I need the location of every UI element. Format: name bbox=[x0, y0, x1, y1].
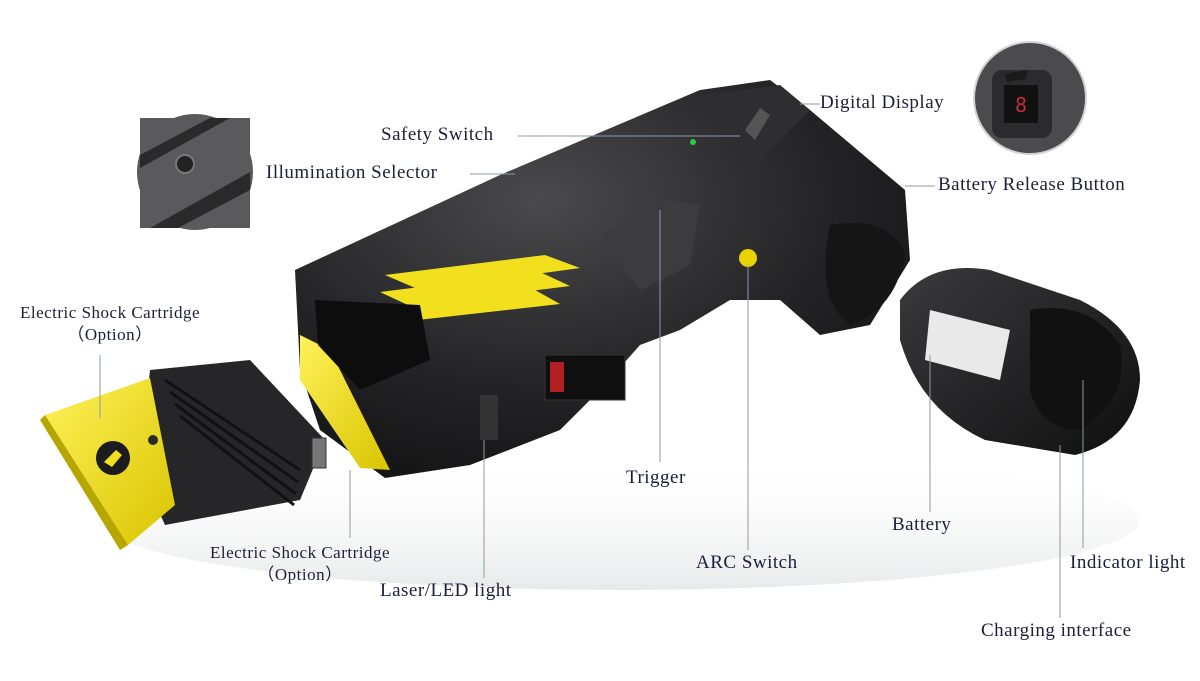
label-battery-release-button: Battery Release Button bbox=[938, 174, 1126, 195]
device-body-illustration bbox=[295, 80, 910, 478]
label-charging-interface: Charging interface bbox=[981, 620, 1132, 641]
label-cartridge-top-line1: Electric Shock Cartridge bbox=[19, 303, 201, 322]
label-trigger: Trigger bbox=[626, 467, 686, 488]
label-cartridge-top-line2: （Option） bbox=[67, 325, 153, 344]
label-cartridge-bottom: Electric Shock Cartridge （Option） bbox=[200, 542, 400, 586]
battery-illustration bbox=[900, 268, 1140, 455]
label-cartridge-bottom-line2: （Option） bbox=[257, 565, 343, 584]
floor-shadow bbox=[100, 450, 1140, 590]
label-digital-display: Digital Display bbox=[820, 92, 945, 113]
label-cartridge-top: Electric Shock Cartridge （Option） bbox=[10, 302, 210, 346]
svg-text:8: 8 bbox=[1015, 93, 1027, 117]
label-safety-switch: Safety Switch bbox=[381, 124, 494, 145]
leader-lines bbox=[99, 103, 1084, 618]
digital-display-closeup-icon: 8 bbox=[973, 41, 1087, 155]
label-cartridge-bottom-line1: Electric Shock Cartridge bbox=[209, 543, 391, 562]
label-indicator-light: Indicator light bbox=[1070, 552, 1186, 573]
illumination-selector-closeup-icon bbox=[137, 114, 253, 230]
label-illumination-selector: Illumination Selector bbox=[266, 162, 438, 183]
label-battery: Battery bbox=[892, 514, 952, 535]
label-arc-switch: ARC Switch bbox=[696, 552, 798, 573]
cartridge-illustration bbox=[40, 360, 327, 550]
label-laser-led-light: Laser/LED light bbox=[380, 580, 512, 601]
